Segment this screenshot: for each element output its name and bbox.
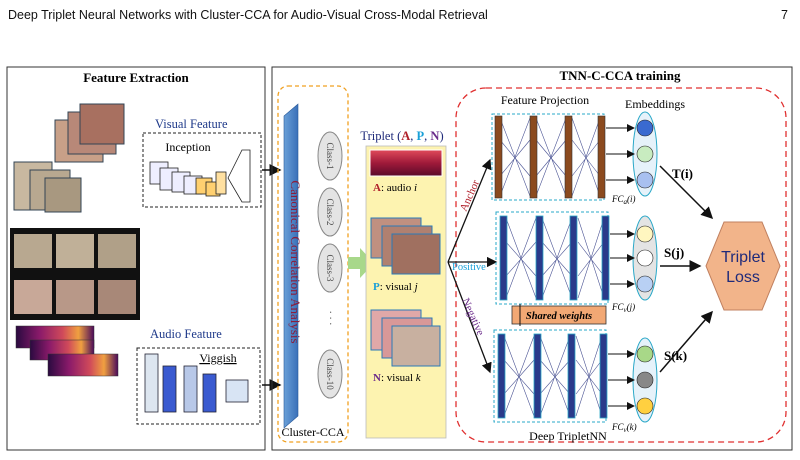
inception-network-icon [149, 149, 251, 203]
negative-caption: N: visual k [373, 372, 422, 384]
negative-visual-frames [370, 309, 441, 367]
vggish-network-icon [144, 353, 249, 413]
anchor-spectrogram [369, 149, 443, 177]
embeddings-label: Embeddings [625, 97, 685, 111]
page-number: 7 [781, 8, 788, 22]
positive-embedding [632, 215, 658, 301]
visual-feature-label: Visual Feature [155, 117, 228, 131]
triplet-title: Triplet (A, P, N) [360, 129, 443, 143]
s-k-label: S(k) [664, 348, 687, 363]
training-panel [271, 66, 793, 451]
film-strip-2 [10, 274, 140, 320]
video-frames-stack [13, 103, 125, 213]
running-title: Deep Triplet Neural Networks with Cluste… [8, 8, 488, 22]
anchor-network: FCa(i) [491, 113, 636, 206]
negative-branch-arrow [447, 261, 492, 374]
anchor-caption: A: audio i [373, 182, 417, 194]
negative-label: Negative [459, 296, 486, 337]
anchor-branch-arrow [447, 158, 492, 263]
fc-v2-label: FCv(k) [611, 422, 637, 434]
vggish-label: Viggish [199, 351, 236, 365]
anchor-embedding [632, 111, 658, 197]
positive-label: Positive [452, 262, 486, 273]
deep-tripletnn-label: Deep TripletNN [529, 429, 607, 443]
spectrogram-stack [15, 325, 119, 377]
anchor-to-loss-arrow [659, 165, 714, 220]
class-label: Class-10 [325, 358, 335, 390]
t-i-label: T(i) [672, 166, 693, 181]
cca-classes: Class-1 Class-2 Class-3 · · · Class-10 [317, 131, 343, 399]
cluster-cca-caption: Cluster-CCA [281, 425, 344, 439]
shared-weights-label: Shared weights [526, 311, 592, 322]
class-label: Class-2 [325, 199, 335, 226]
class-label: Class-1 [325, 143, 335, 170]
shared-weights-box [511, 305, 607, 325]
triplet-loss-hexagon [705, 221, 781, 311]
tnn-title: TNN-C-CCA training [560, 68, 681, 83]
cca-to-triplet-arrow [348, 248, 374, 278]
negative-to-loss-arrow [659, 310, 713, 373]
fc-v1-label: FCv(j) [611, 302, 635, 314]
cca-vertical-label: Canonical Correlation Analysis [288, 180, 303, 343]
positive-visual-frames [370, 217, 441, 275]
s-j-label: S(j) [664, 245, 684, 260]
film-strip-1 [10, 228, 140, 274]
positive-network: FCv(j) [495, 211, 635, 314]
triplet-loss-line1: Triplet [721, 249, 765, 266]
audio-feature-label: Audio Feature [150, 327, 222, 341]
class-label: Class-3 [325, 255, 335, 283]
negative-embedding [632, 337, 658, 423]
vggish-box [136, 347, 261, 425]
inception-box [142, 132, 262, 208]
triplet-loss-line2: Loss [726, 269, 760, 286]
class-ellipsis: · · · [324, 311, 335, 326]
tnn-dashed-box [455, 87, 787, 443]
negative-network: FCv(k) [493, 329, 637, 434]
feature-extraction-panel [6, 66, 266, 451]
feature-projection-label: Feature Projection [501, 93, 589, 107]
cca-slab [283, 103, 299, 429]
feature-extraction-title: Feature Extraction [83, 70, 189, 85]
positive-caption: P: visual j [373, 281, 418, 293]
triplet-box [365, 145, 447, 439]
fc-a-label: FCa(i) [611, 194, 636, 206]
inception-label: Inception [165, 140, 210, 154]
anchor-label: Anchor [458, 178, 483, 213]
